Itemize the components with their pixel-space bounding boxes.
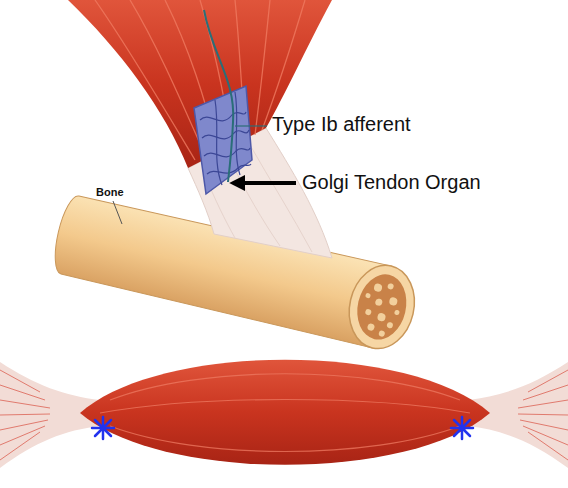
pointer-arrow — [242, 181, 296, 185]
leader-line — [235, 125, 267, 126]
structure-label: Type Ib afferent — [272, 113, 411, 136]
part-name: Bone — [96, 186, 124, 199]
structure-label: Golgi Tendon Organ — [302, 171, 481, 194]
whole-muscle — [0, 360, 568, 468]
nerve-fiber — [204, 10, 233, 182]
leader-line — [113, 201, 122, 224]
golgi-tendon-organ — [194, 86, 252, 194]
gto-marker — [92, 417, 473, 439]
